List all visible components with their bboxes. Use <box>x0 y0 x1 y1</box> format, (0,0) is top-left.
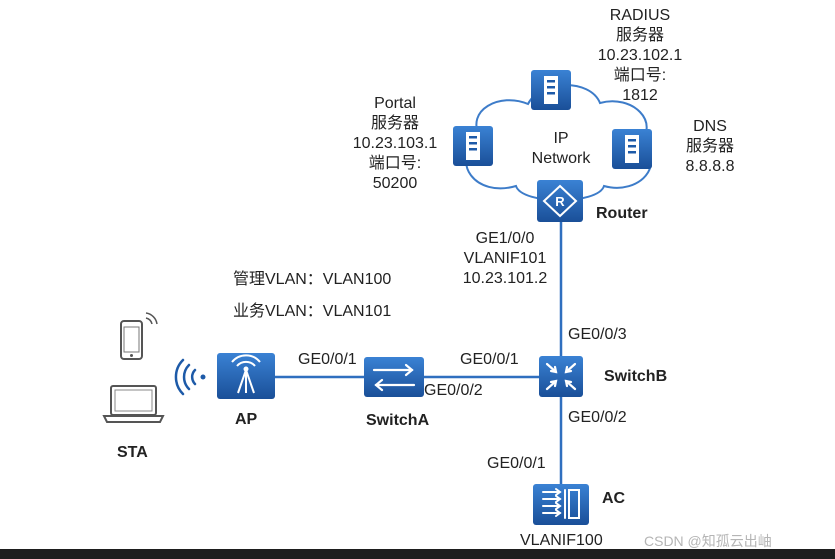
laptop-icon <box>102 385 165 423</box>
router-interface-label: GE1/0/0 VLANIF101 10.23.101.2 <box>445 229 565 289</box>
cloud-label: IP Network <box>511 129 611 169</box>
mgmt-vlan-label: 管理VLAN：VLAN100 <box>233 271 392 288</box>
switchA-left-port: GE0/0/1 <box>298 351 357 368</box>
ac-name: AC <box>602 490 626 507</box>
portal-role: 服务器 <box>370 115 419 132</box>
portal-port-label: 端口号: <box>368 155 422 172</box>
router-name: Router <box>596 205 648 222</box>
ac-vlanif: VLANIF100 <box>520 532 603 549</box>
switchB-down-port: GE0/0/2 <box>568 409 627 426</box>
radius-label: RADIUS 服务器 10.23.102.1 端口号: 1812 <box>560 6 720 106</box>
switchB-icon <box>539 356 583 397</box>
ac-up-port: GE0/0/1 <box>487 455 546 472</box>
dns-role: 服务器 <box>685 138 734 155</box>
portal-server-icon <box>453 126 493 166</box>
ac-icon <box>533 484 589 525</box>
sta-name: STA <box>117 444 148 461</box>
ap-icon <box>217 353 275 399</box>
radius-ip: 10.23.102.1 <box>597 47 683 64</box>
ap-name: AP <box>235 411 258 428</box>
portal-port: 50200 <box>372 175 418 192</box>
portal-name: Portal <box>374 95 416 112</box>
phone-icon <box>120 312 158 360</box>
svg-text:R: R <box>555 194 565 209</box>
switchB-up-port: GE0/0/3 <box>568 326 627 343</box>
switchA-name: SwitchA <box>366 412 430 429</box>
bottom-bar <box>0 549 835 559</box>
router-ip: 10.23.101.2 <box>462 270 548 287</box>
dns-ip: 8.8.8.8 <box>685 158 735 175</box>
wifi-signal-icon <box>174 358 206 396</box>
radius-server-icon <box>531 70 571 110</box>
switchA-right-port: GE0/0/2 <box>424 382 483 399</box>
cloud-line2: Network <box>531 150 591 167</box>
watermark: CSDN @知孤云出岫 <box>644 533 772 549</box>
service-vlan-label: 业务VLAN：VLAN101 <box>233 303 392 320</box>
switchB-left-port: GE0/0/1 <box>460 351 519 368</box>
radius-name: RADIUS <box>609 7 671 24</box>
switchB-name: SwitchB <box>604 368 668 385</box>
router-down-port: GE1/0/0 <box>475 230 535 247</box>
portal-label: Portal 服务器 10.23.103.1 端口号: 50200 <box>315 94 475 194</box>
radius-port: 1812 <box>622 87 658 104</box>
links <box>275 222 563 484</box>
router-icon: R <box>537 180 583 222</box>
dns-label: DNS 服务器 8.8.8.8 <box>660 117 760 177</box>
cloud-line1: IP <box>553 130 569 147</box>
dns-name: DNS <box>693 118 727 135</box>
dns-server-icon <box>612 129 652 169</box>
portal-ip: 10.23.103.1 <box>352 135 438 152</box>
radius-role: 服务器 <box>615 27 664 44</box>
switchA-icon <box>364 357 424 397</box>
router-vlanif: VLANIF101 <box>463 250 547 267</box>
radius-port-label: 端口号: <box>613 67 667 84</box>
